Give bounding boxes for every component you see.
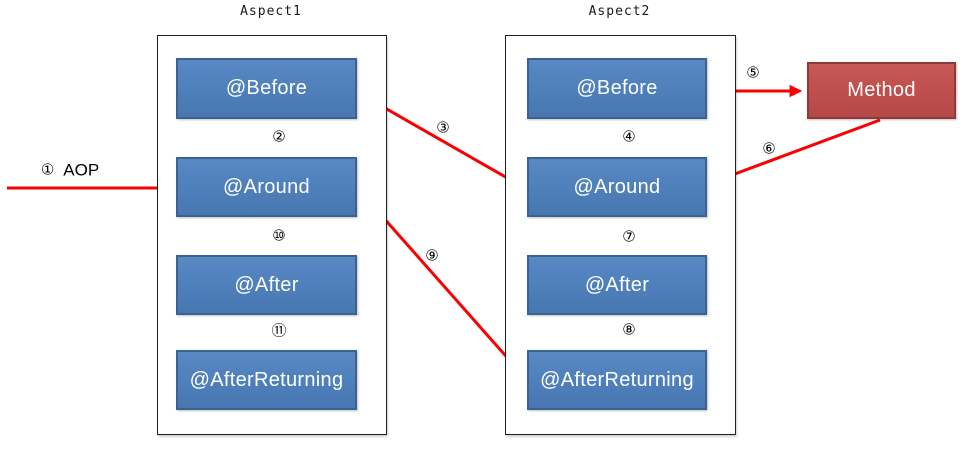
method-box: Method bbox=[807, 62, 956, 119]
step2-number: ② bbox=[272, 127, 286, 146]
aspect2-after-label: @After bbox=[584, 273, 650, 296]
step1-label: ① AOP bbox=[41, 162, 99, 179]
arrow-step9-aspect2-afterreturning-to-aspect1-around bbox=[363, 195, 529, 381]
aspect1-afterreturning-box: @AfterReturning bbox=[176, 350, 357, 410]
step1-number: ① bbox=[40, 160, 55, 179]
step4-number: ④ bbox=[622, 127, 636, 146]
step5-number: ⑤ bbox=[746, 63, 760, 82]
step5-label: ⑤ bbox=[746, 63, 760, 82]
step8-number: ⑧ bbox=[622, 320, 636, 339]
aspect1-before-box: @Before bbox=[176, 58, 357, 119]
aspect2-title: Aspect2 bbox=[588, 4, 651, 19]
step7-number: ⑦ bbox=[622, 227, 636, 246]
step3-number: ③ bbox=[436, 118, 450, 137]
step10-label: ⑩ bbox=[272, 226, 286, 245]
step1-text: AOP bbox=[63, 160, 100, 180]
method-label: Method bbox=[847, 79, 916, 101]
step11-label: ⑪ bbox=[271, 321, 287, 340]
aspect2-before-label: @Before bbox=[576, 77, 658, 99]
aspect1-title: Aspect1 bbox=[240, 4, 302, 19]
step8-label: ⑧ bbox=[622, 320, 636, 339]
aspect1-after-box: @After bbox=[176, 255, 357, 315]
aspect2-afterreturning-box: @AfterReturning bbox=[527, 350, 707, 410]
aspect1-around-label: @Around bbox=[223, 175, 310, 198]
step6-number: ⑥ bbox=[762, 139, 776, 158]
step10-number: ⑩ bbox=[272, 226, 286, 245]
aspect2-around-box: @Around bbox=[527, 157, 707, 217]
step11-number: ⑪ bbox=[271, 321, 287, 340]
aspect2-before-box: @Before bbox=[527, 58, 707, 119]
step2-label: ② bbox=[272, 127, 286, 146]
aspect2-after-box: @After bbox=[527, 255, 707, 315]
aspect1-afterreturning-label: @AfterReturning bbox=[189, 368, 344, 391]
step9-number: ⑨ bbox=[425, 246, 439, 265]
aspect2-afterreturning-label: @AfterReturning bbox=[540, 368, 694, 391]
step9-label: ⑨ bbox=[425, 246, 439, 265]
step6-label: ⑥ bbox=[762, 139, 776, 158]
aspect1-after-label: @After bbox=[234, 273, 299, 296]
arrow-step6-method-to-aspect2-around bbox=[713, 118, 881, 184]
aspect1-before-label: @Before bbox=[225, 77, 308, 99]
step7-label: ⑦ bbox=[622, 227, 636, 246]
step3-label: ③ bbox=[436, 118, 450, 137]
step4-label: ④ bbox=[622, 127, 636, 146]
aspect2-around-label: @Around bbox=[573, 175, 661, 198]
aspect1-around-box: @Around bbox=[176, 157, 357, 217]
